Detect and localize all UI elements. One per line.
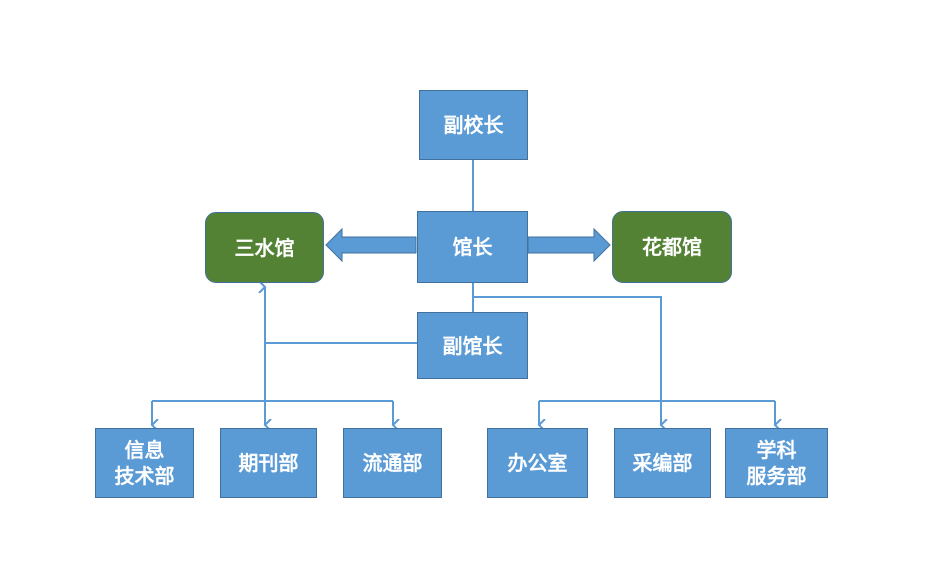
node-acquisitions-dept: 采编部 <box>614 428 711 498</box>
connector-curator-right-branch <box>473 296 662 401</box>
node-vice-president: 副校长 <box>419 90 528 160</box>
node-general-office: 办公室 <box>487 428 588 498</box>
node-info-tech-dept: 信息 技术部 <box>95 428 194 498</box>
block-arrow-to-huadu <box>527 227 611 263</box>
node-huadu-branch: 花都馆 <box>612 211 732 283</box>
node-subject-service-dept: 学科 服务部 <box>725 428 828 498</box>
node-deputy-curator: 副馆长 <box>417 312 528 379</box>
node-circulation-dept: 流通部 <box>343 428 442 498</box>
node-sanshui-branch: 三水馆 <box>205 212 324 283</box>
block-arrow-to-sanshui <box>325 227 417 263</box>
node-periodicals-dept: 期刊部 <box>220 428 317 498</box>
node-curator: 馆长 <box>417 211 528 283</box>
